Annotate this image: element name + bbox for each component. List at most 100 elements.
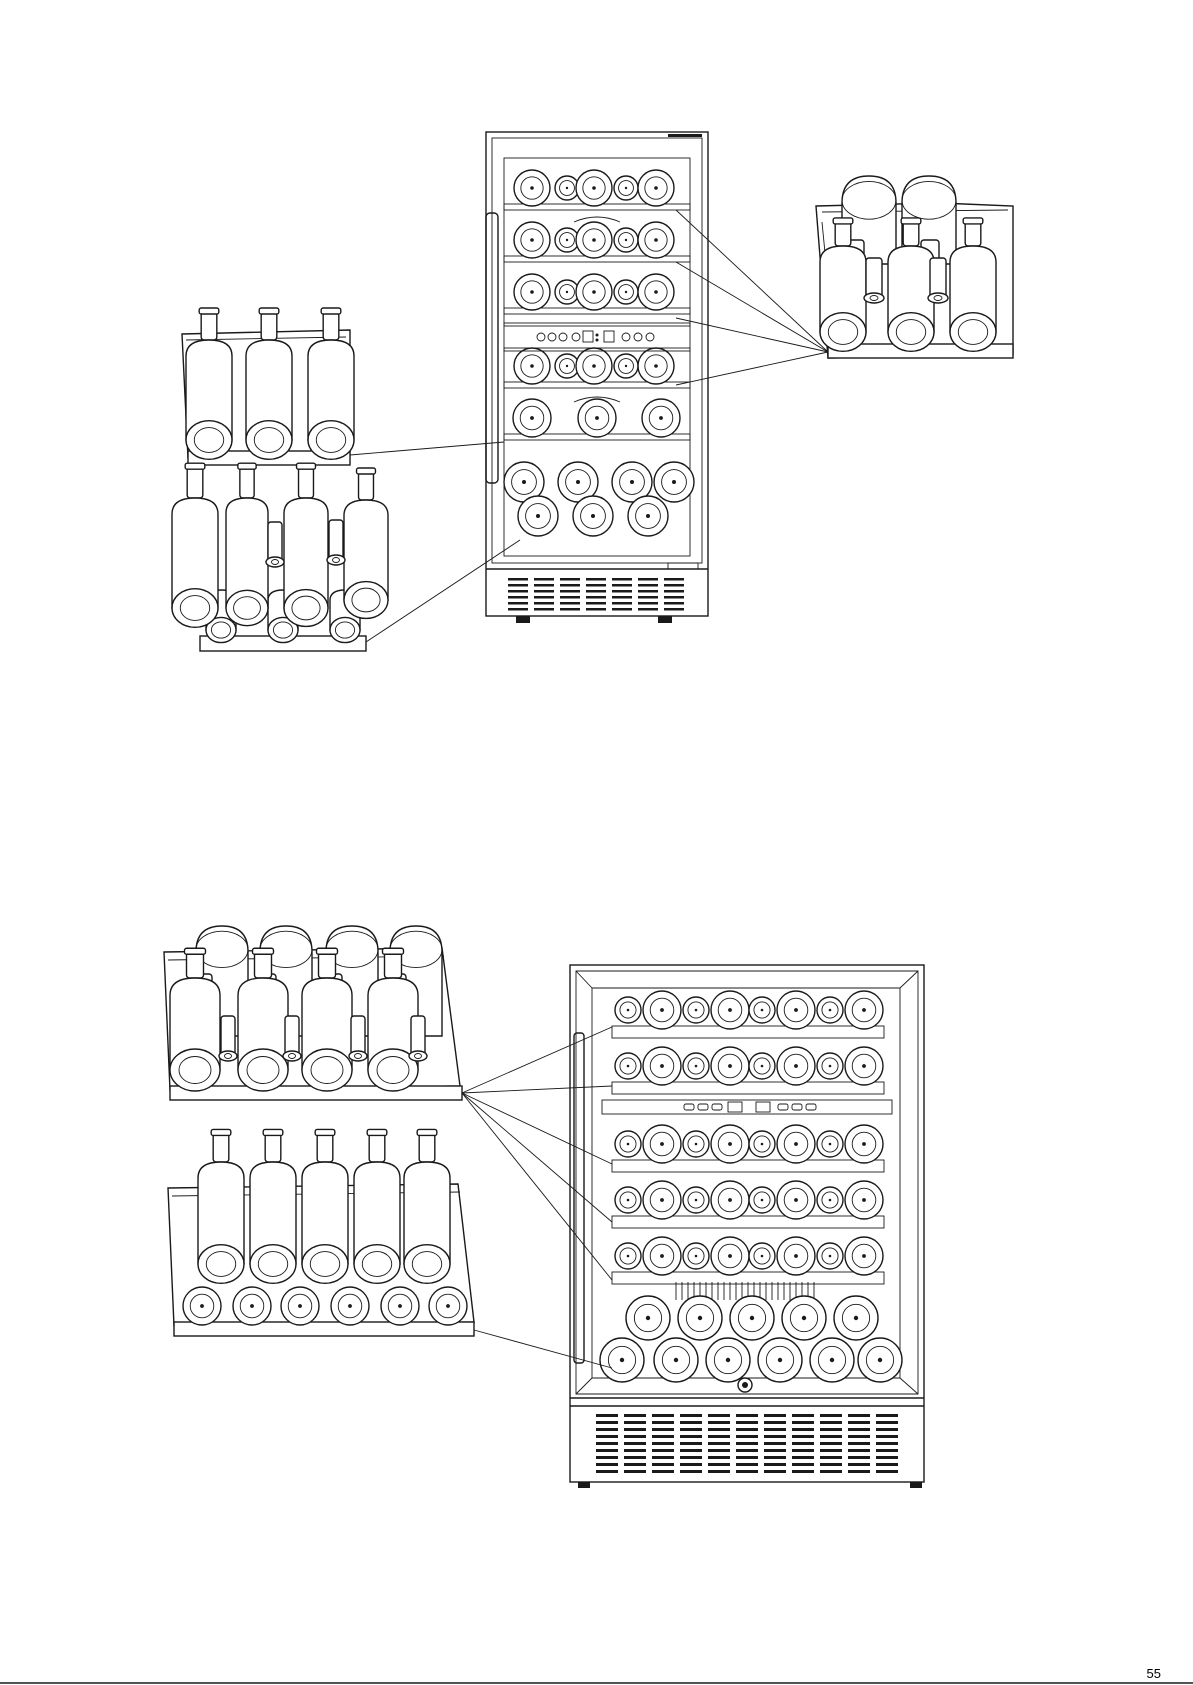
bottle-end xyxy=(817,1053,843,1079)
control-button xyxy=(622,333,630,341)
bottle-end xyxy=(749,1243,775,1269)
narrow-vent-grille xyxy=(508,578,684,611)
narrow-shelf xyxy=(504,399,690,440)
wide-panel-strip xyxy=(602,1100,892,1114)
bottle-neck xyxy=(327,520,345,565)
wide-cooler-interior xyxy=(600,991,902,1382)
bottle-end xyxy=(845,1181,883,1219)
wide-foot-left xyxy=(578,1482,590,1488)
control-button xyxy=(792,1104,802,1110)
bottle-end xyxy=(614,176,638,200)
three-bottle-shelf-detail xyxy=(182,308,354,465)
bottle-end xyxy=(777,1047,815,1085)
narrow-foot-left xyxy=(516,616,530,623)
bottle-neck xyxy=(409,1016,427,1061)
bottle-end xyxy=(626,1296,670,1340)
bottle-end xyxy=(638,170,674,206)
base-shelf-detail xyxy=(172,463,388,651)
bottle-end xyxy=(615,1131,641,1157)
bottle-end xyxy=(576,274,612,310)
bottle-end xyxy=(381,1287,419,1325)
bottle-end xyxy=(758,1338,802,1382)
bottle-end xyxy=(643,1237,681,1275)
bottle xyxy=(354,1129,400,1283)
wide-leader-lines xyxy=(462,1027,612,1368)
standard-shelves-detail xyxy=(164,926,462,1100)
control-button xyxy=(537,333,545,341)
bottle-end xyxy=(233,1287,271,1325)
bottle-neck xyxy=(349,1016,367,1061)
bottle xyxy=(404,1129,450,1283)
control-button xyxy=(548,333,556,341)
bottle xyxy=(284,463,328,626)
narrow-shelf xyxy=(504,222,690,262)
bottle-end xyxy=(576,222,612,258)
bottle-end xyxy=(615,1243,641,1269)
bottle-end xyxy=(614,228,638,252)
bottle-end xyxy=(845,1125,883,1163)
bottle-end xyxy=(573,496,613,536)
wide-shelf xyxy=(612,1181,884,1228)
bottle-end xyxy=(614,354,638,378)
bottle-end xyxy=(810,1338,854,1382)
bottle-end xyxy=(730,1296,774,1340)
narrow-cooler-interior xyxy=(504,170,694,536)
bottle-end xyxy=(777,991,815,1029)
bottle-end xyxy=(706,1338,750,1382)
narrow-foot-right xyxy=(658,616,672,623)
narrow-base-bottles xyxy=(504,462,694,536)
bottle-end xyxy=(643,991,681,1029)
bottle-end xyxy=(331,1287,369,1325)
bottle-end xyxy=(614,280,638,304)
bottle-end xyxy=(514,348,550,384)
bottle-end xyxy=(578,399,616,437)
wide-shelf xyxy=(612,1047,884,1094)
bottle-end xyxy=(683,1187,709,1213)
bottle-end xyxy=(514,222,550,258)
control-button xyxy=(646,333,654,341)
narrow-fan xyxy=(574,217,620,222)
bottle-end xyxy=(576,348,612,384)
bottle-end xyxy=(514,170,550,206)
bottle-end xyxy=(514,274,550,310)
bottle-end xyxy=(858,1338,902,1382)
bottle xyxy=(198,1129,244,1283)
wide-shelf xyxy=(612,991,884,1038)
bottle-neck xyxy=(266,522,284,567)
bottle-end xyxy=(615,1187,641,1213)
bottle xyxy=(302,1129,348,1283)
bottle-end xyxy=(845,1237,883,1275)
bottle-end xyxy=(654,462,694,502)
bottle-end xyxy=(749,1187,775,1213)
bottle xyxy=(226,463,268,625)
display-left xyxy=(583,331,593,342)
bottle-end xyxy=(643,1125,681,1163)
page-number: 55 xyxy=(1147,1666,1161,1681)
bottle-end xyxy=(711,1181,749,1219)
bottle-end xyxy=(638,274,674,310)
bottle-end xyxy=(711,1047,749,1085)
bottle-neck xyxy=(219,1016,237,1061)
control-button xyxy=(712,1104,722,1110)
bottle-end xyxy=(782,1296,826,1340)
bottle-end xyxy=(817,997,843,1023)
bottle-end xyxy=(817,1243,843,1269)
control-button xyxy=(778,1104,788,1110)
bottle-end xyxy=(642,399,680,437)
bottle-end xyxy=(600,1338,644,1382)
bottle xyxy=(950,218,996,351)
bottle-end xyxy=(834,1296,878,1340)
control-button xyxy=(572,333,580,341)
wide-foot-right xyxy=(910,1482,922,1488)
control-button xyxy=(698,1104,708,1110)
bottle-end xyxy=(711,1237,749,1275)
bottle-end xyxy=(643,1181,681,1219)
bottle-end xyxy=(845,991,883,1029)
wide-vent-grille xyxy=(596,1414,898,1473)
bottle-end xyxy=(777,1125,815,1163)
bottle-end xyxy=(777,1181,815,1219)
wide-base-shelf-detail xyxy=(168,1129,474,1336)
wide-door-handle xyxy=(574,1033,584,1363)
narrow-cooler-figure xyxy=(172,132,1013,651)
narrow-shelf xyxy=(504,170,690,210)
